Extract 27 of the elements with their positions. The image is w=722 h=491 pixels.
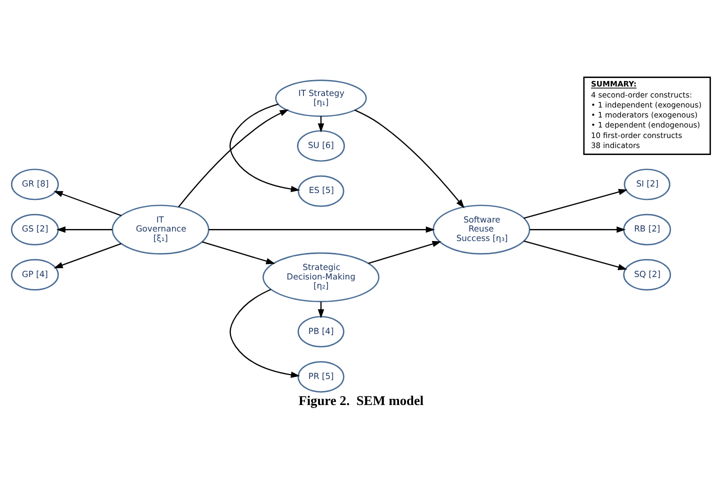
node-ellipse: ES [5] <box>298 175 344 207</box>
arrow <box>208 226 435 233</box>
arrow <box>530 226 626 233</box>
arrow <box>368 240 442 264</box>
arrow <box>230 288 300 378</box>
node-ellipse: PR [5] <box>298 361 344 393</box>
arrow <box>178 109 289 208</box>
node-ellipse: Strategic Decision-Making [η₂] <box>262 252 380 302</box>
node-ellipse: GS [2] <box>10 214 59 246</box>
arrow <box>354 110 465 208</box>
arrow <box>56 226 112 233</box>
arrow <box>230 104 300 192</box>
node-ellipse: SI [2] <box>624 168 670 200</box>
node-ellipse: GR [8] <box>10 168 59 200</box>
node-ellipse: GP [4] <box>10 259 59 290</box>
arrow <box>524 188 628 219</box>
node-ellipse: PB [4] <box>298 316 344 348</box>
arrow <box>54 190 122 216</box>
arrow <box>54 243 122 268</box>
caption: Figure 2. SEM model <box>298 393 424 408</box>
arrow <box>202 241 276 264</box>
node-ellipse: IT Governance [ξ₁] <box>112 204 210 255</box>
node-ellipse: SQ [2] <box>623 259 672 290</box>
node-ellipse: SU [6] <box>297 130 345 162</box>
node-ellipse: RB [2] <box>623 214 672 246</box>
node-box: SUMMARY: 4 second-order constructs: • 1 independent (exogenous) • 1 moderators (exogenous) • 1 dependent (endogenous) 10 first-order constructs 38 indicators <box>583 76 711 155</box>
arrow <box>524 240 628 270</box>
